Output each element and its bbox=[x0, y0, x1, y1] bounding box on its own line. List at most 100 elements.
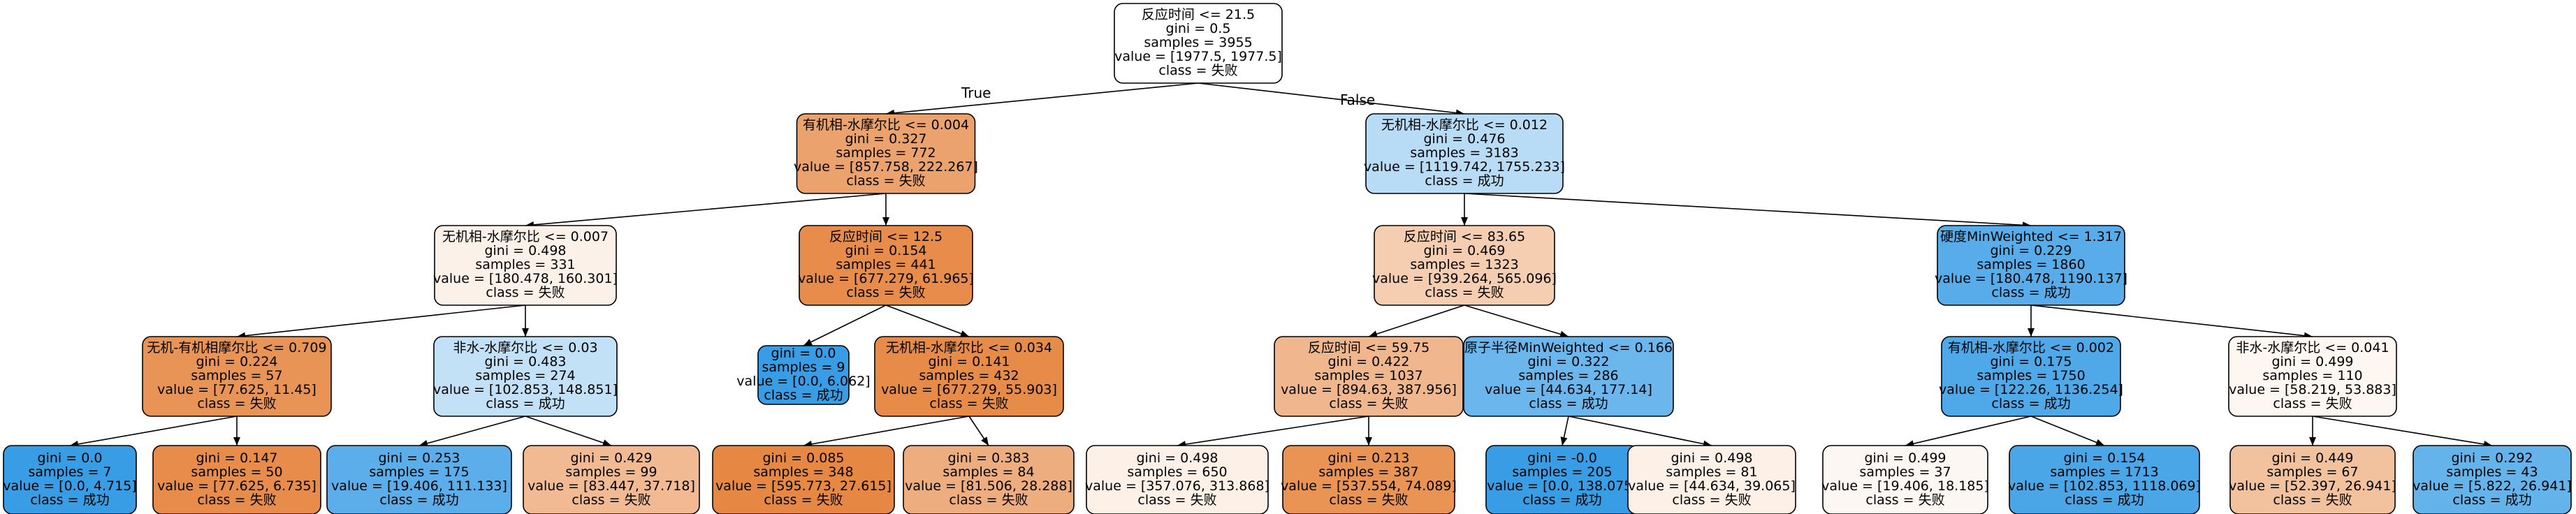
node-line: gini = 0.476 bbox=[1423, 131, 1505, 147]
node-line: value = [102.853, 1118.069] bbox=[2008, 478, 2201, 494]
node-line: class = 失败 bbox=[846, 173, 925, 189]
node-line: value = [0.0, 6.062] bbox=[736, 374, 870, 389]
node-line: class = 成功 bbox=[764, 388, 843, 403]
node-line: class = 失败 bbox=[929, 396, 1008, 411]
node-box bbox=[1941, 336, 2121, 417]
node-line: samples = 175 bbox=[369, 464, 469, 480]
node-box bbox=[757, 345, 850, 405]
node-line: samples = 1037 bbox=[1314, 368, 1422, 383]
edge-arrowhead bbox=[960, 330, 969, 337]
node-line: class = 成功 bbox=[1991, 285, 2070, 300]
node-line: 反应时间 <= 12.5 bbox=[829, 229, 943, 244]
node-line: gini = 0.469 bbox=[1423, 243, 1505, 258]
node-line: gini = 0.224 bbox=[196, 354, 277, 369]
node-line: samples = 650 bbox=[1127, 464, 1227, 480]
tree-edge bbox=[525, 193, 887, 226]
node-line: value = [19.406, 111.133] bbox=[331, 478, 507, 494]
node-line: class = 成功 bbox=[2452, 492, 2531, 508]
node-box bbox=[2009, 445, 2200, 514]
node-line: value = [677.279, 55.903] bbox=[881, 382, 1057, 397]
tree-edge bbox=[1568, 416, 1712, 446]
edge-labels-layer: True False bbox=[961, 85, 1375, 108]
node-line: class = 失败 bbox=[486, 285, 565, 300]
node-line: class = 成功 bbox=[2065, 492, 2144, 508]
node-line: gini = 0.5 bbox=[1166, 21, 1231, 36]
tree-edge bbox=[419, 416, 526, 446]
node-line: class = 失败 bbox=[1329, 492, 1408, 508]
node-line: value = [44.634, 39.065] bbox=[1628, 478, 1796, 494]
node-line: gini = 0.0 bbox=[38, 450, 103, 466]
node-box bbox=[142, 336, 332, 417]
node-line: samples = 286 bbox=[1518, 368, 1618, 383]
node-line: samples = 348 bbox=[753, 464, 853, 480]
node-box bbox=[1463, 336, 1674, 417]
node-line: class = 失败 bbox=[949, 492, 1028, 508]
node-line: samples = 81 bbox=[1666, 464, 1757, 480]
node-line: samples = 387 bbox=[1318, 464, 1418, 480]
node-line: value = [677.279, 61.965] bbox=[798, 271, 974, 286]
node-box bbox=[874, 336, 1064, 417]
tree-edge bbox=[2030, 416, 2105, 446]
node-box bbox=[1374, 225, 1555, 306]
node-box bbox=[1937, 225, 2125, 306]
node-line: samples = 37 bbox=[1859, 464, 1951, 480]
node-line: gini = 0.292 bbox=[2451, 450, 2533, 466]
edge-arrowhead bbox=[1560, 436, 1568, 446]
node-line: samples = 84 bbox=[943, 464, 1034, 480]
node-line: value = [102.853, 148.851] bbox=[433, 382, 618, 397]
node-line: gini = 0.449 bbox=[2271, 450, 2353, 466]
node-line: samples = 1750 bbox=[1977, 368, 2085, 383]
tree-edge bbox=[803, 416, 970, 446]
node-box bbox=[712, 445, 895, 514]
node-box bbox=[3, 445, 137, 514]
node-line: 非水-水摩尔比 <= 0.041 bbox=[2236, 340, 2389, 355]
node-line: samples = 432 bbox=[919, 368, 1019, 383]
edge-arrowhead bbox=[981, 436, 989, 446]
node-line: class = 失败 bbox=[1329, 396, 1408, 411]
node-line: class = 失败 bbox=[764, 492, 843, 508]
node-line: value = [81.506, 28.288] bbox=[905, 478, 1072, 494]
edge-arrowhead bbox=[1369, 330, 1378, 338]
node-line: gini = 0.499 bbox=[2271, 354, 2353, 369]
true-edge-label: True bbox=[961, 85, 991, 101]
node-line: samples = 1860 bbox=[1977, 257, 2085, 272]
node-box bbox=[1822, 445, 1988, 514]
edge-arrowhead bbox=[602, 439, 611, 446]
node-box bbox=[2229, 445, 2396, 514]
node-box bbox=[1086, 445, 1269, 514]
node-box bbox=[903, 445, 1075, 514]
node-line: samples = 110 bbox=[2262, 368, 2362, 383]
tree-edge bbox=[1464, 304, 1569, 337]
node-line: value = [5.822, 26.941] bbox=[2413, 478, 2572, 494]
node-line: samples = 50 bbox=[191, 464, 282, 480]
node-line: samples = 67 bbox=[2266, 464, 2358, 480]
node-line: samples = 772 bbox=[836, 145, 936, 161]
node-line: gini = 0.498 bbox=[484, 243, 566, 258]
node-line: samples = 57 bbox=[191, 368, 282, 383]
node-box bbox=[1282, 445, 1455, 514]
tree-edge bbox=[69, 416, 238, 446]
node-line: 无机相-水摩尔比 <= 0.034 bbox=[886, 340, 1052, 355]
node-line: 反应时间 <= 83.65 bbox=[1404, 229, 1525, 244]
node-line: samples = 1323 bbox=[1410, 257, 1518, 272]
node-line: gini = 0.175 bbox=[1990, 354, 2072, 369]
edge-arrowhead bbox=[2309, 437, 2316, 446]
node-line: class = 成功 bbox=[30, 492, 109, 508]
edge-arrowhead bbox=[1365, 437, 1372, 446]
node-line: value = [44.634, 177.14] bbox=[1485, 382, 1652, 397]
node-line: 无机相-水摩尔比 <= 0.007 bbox=[442, 229, 609, 244]
